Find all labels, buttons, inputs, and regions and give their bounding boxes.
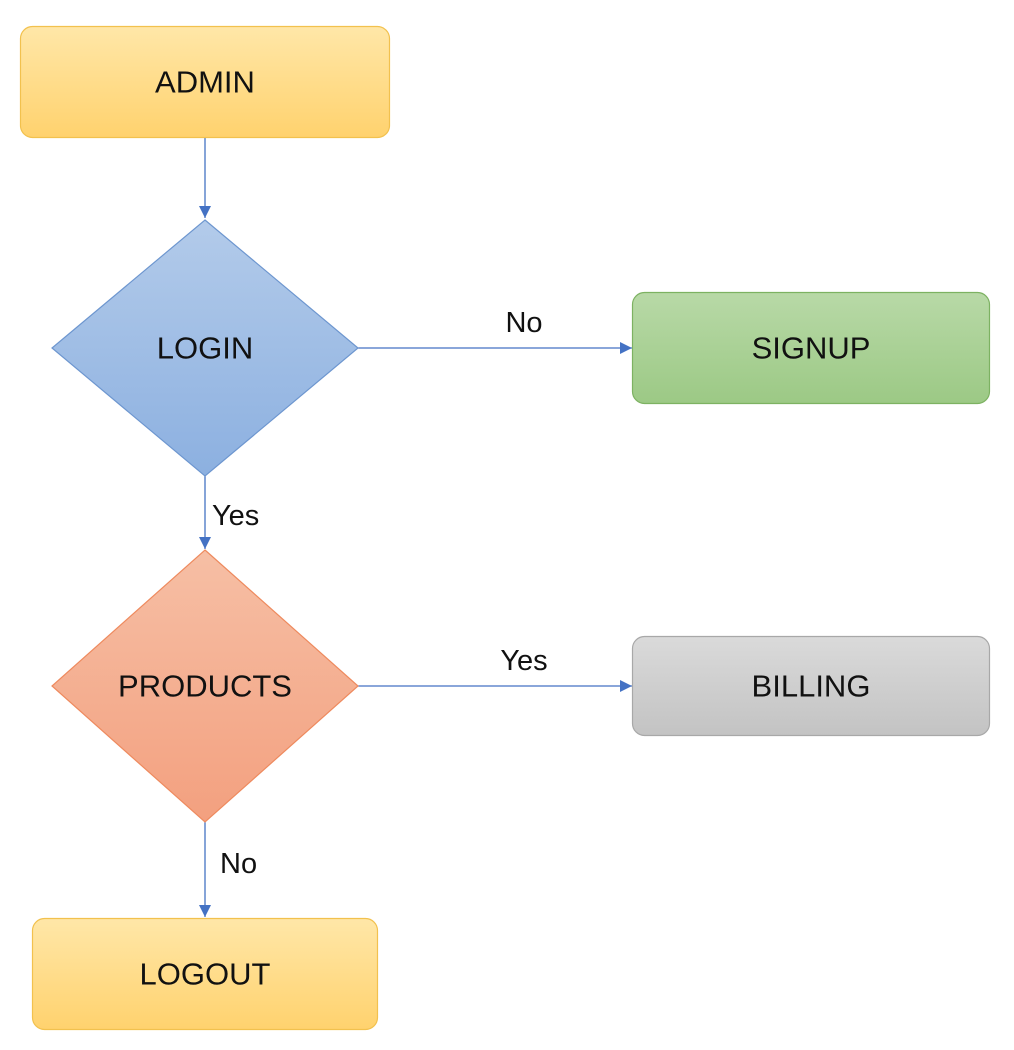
billing-node: BILLING bbox=[631, 635, 991, 737]
logout-node: LOGOUT bbox=[31, 917, 379, 1031]
admin-node-label: ADMIN bbox=[155, 65, 255, 100]
logout-node-label: LOGOUT bbox=[140, 957, 271, 992]
billing-node-label: BILLING bbox=[752, 669, 871, 704]
products-decision-shape bbox=[51, 549, 359, 823]
signup-node-label: SIGNUP bbox=[752, 331, 871, 366]
edge-label-login-signup: No bbox=[505, 307, 542, 339]
login-decision-node: LOGIN bbox=[51, 219, 359, 477]
products-decision-node: PRODUCTS bbox=[51, 549, 359, 823]
admin-node: ADMIN bbox=[19, 25, 391, 139]
billing-node-shape bbox=[631, 635, 991, 737]
signup-node: SIGNUP bbox=[631, 291, 991, 405]
admin-node-shape bbox=[19, 25, 391, 139]
edge-label-products-logout: No bbox=[220, 848, 257, 880]
login-decision-shape bbox=[51, 219, 359, 477]
signup-node-shape bbox=[631, 291, 991, 405]
products-decision-label: PRODUCTS bbox=[118, 669, 292, 704]
edge-label-login-products: Yes bbox=[212, 500, 259, 532]
edge-label-products-billing: Yes bbox=[500, 645, 547, 677]
logout-node-shape bbox=[31, 917, 379, 1031]
login-decision-label: LOGIN bbox=[157, 331, 253, 366]
